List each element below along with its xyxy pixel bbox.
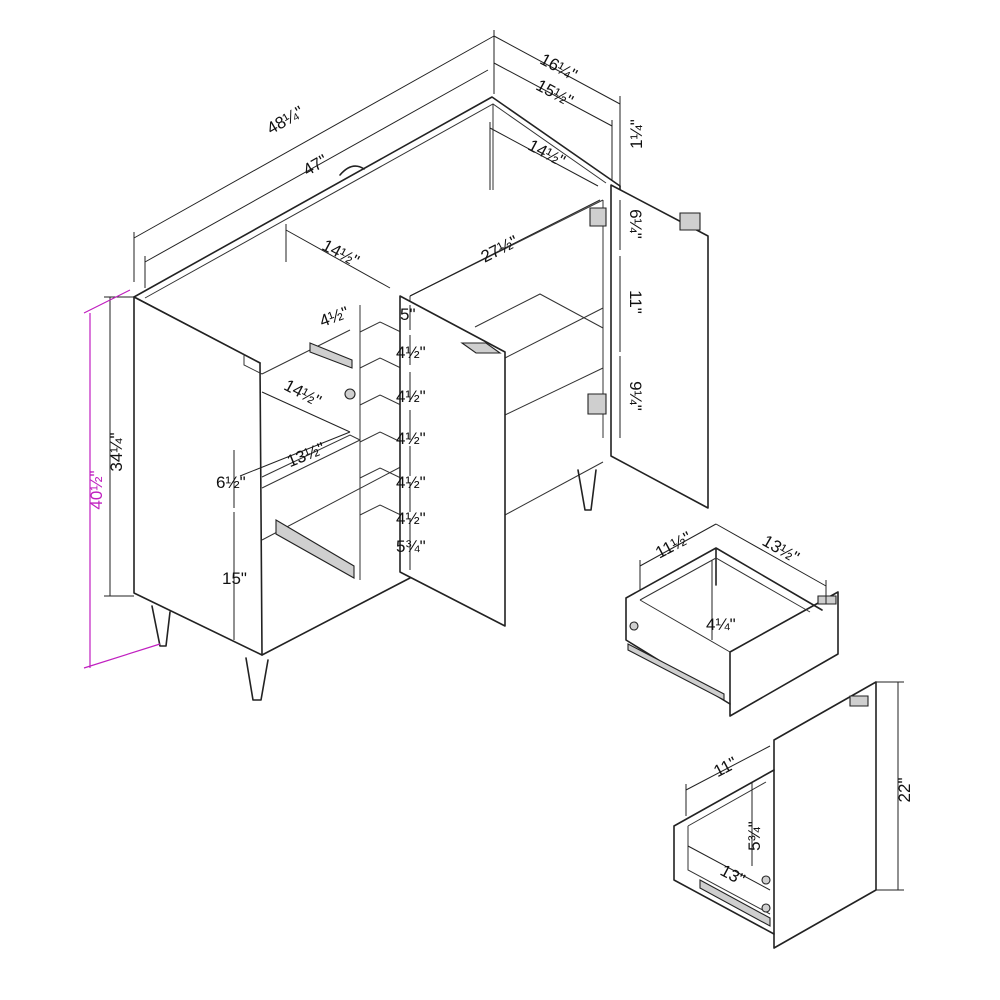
label-rack-top-gap: 5" <box>400 305 416 324</box>
right-door <box>610 184 709 509</box>
center-door-hinge-plate <box>460 342 502 354</box>
label-drawer-upper-depth: 13½" <box>759 531 802 567</box>
label-left-shelf-depth: 14½" <box>281 376 324 411</box>
label-right-compartment-depth: 14½" <box>525 136 568 171</box>
label-drawer-lower-width: 11" <box>711 753 741 781</box>
label-left-lower-height: 15" <box>222 569 247 588</box>
wine-rack-shelf-3 <box>359 394 406 408</box>
label-drawer-upper-height: 4¼" <box>706 615 736 634</box>
left-compartment-depth-line <box>285 224 391 289</box>
drawer-upper-screw <box>629 621 639 631</box>
drawer-lower <box>673 681 904 949</box>
lower-drawer-slide <box>275 519 355 579</box>
drawer-lower-body <box>673 769 775 935</box>
label-overall-width: 48¼" <box>264 102 307 138</box>
right-compartment-shelf-front <box>504 307 604 359</box>
label-rack-spacing-5: 4½" <box>396 509 426 528</box>
drawer-slide-knob <box>344 388 356 400</box>
drawer-lower-screw-1 <box>761 875 771 885</box>
right-compartment-shelf-back <box>474 293 604 329</box>
label-right-shelf-spacing: 11" <box>626 290 645 314</box>
cabinet-bottom-edge <box>261 577 411 656</box>
top-cutout <box>339 165 365 176</box>
label-drawer-upper-width: 11½" <box>652 528 694 563</box>
drawer-upper-slide <box>627 643 725 701</box>
cabinet-top-back-edge <box>133 96 621 298</box>
drawer-lower-screw-2 <box>761 903 771 913</box>
drawer-lower-front-panel <box>773 681 877 949</box>
label-left-shelf-gap: 6½" <box>216 473 246 492</box>
leg-front-left <box>151 605 171 647</box>
right-door-hinge-plate <box>679 212 701 231</box>
label-rack-spacing-3: 4½" <box>396 429 426 448</box>
drawer-lower-front-height-line <box>876 681 904 891</box>
label-right-lower-gap: 9¼" <box>626 381 645 411</box>
drawer-lower-width-line <box>685 745 771 816</box>
upper-drawer-slide <box>309 342 353 369</box>
label-top-thickness: 1¼" <box>627 119 646 149</box>
drawer-lower-depth-line <box>687 845 771 891</box>
cabinet-left-side-inner <box>243 354 263 375</box>
upper-hinge <box>589 207 607 227</box>
drawer-upper-depth-line <box>715 523 827 604</box>
label-drawer-lower-height: 5¾" <box>745 821 764 851</box>
wine-rack-shelf-4 <box>359 431 406 445</box>
right-compartment-bottom-back <box>504 461 604 516</box>
drawer-lower-handle <box>849 695 869 707</box>
right-compartment-width-line <box>409 199 601 297</box>
center-door <box>399 295 506 627</box>
label-left-compartment-depth: 14½" <box>319 236 362 271</box>
wine-rack-shelf-1 <box>359 321 406 335</box>
overall-height-line <box>83 289 161 669</box>
label-right-upper-gap: 6¼" <box>626 209 645 239</box>
label-rack-spacing-1: 4½" <box>396 343 426 362</box>
label-drawer-lower-front-height: 22" <box>895 778 914 803</box>
leg-front-center <box>245 657 269 701</box>
drawer-lower-inner <box>687 781 771 915</box>
label-body-height: 34¼" <box>107 432 126 471</box>
wine-rack-shelf-6 <box>359 504 406 518</box>
label-rack-depth: 4½" <box>317 303 351 331</box>
left-compartment-shelf <box>261 434 361 489</box>
cabinet-body <box>133 96 709 701</box>
drawer-upper-width-line <box>639 523 717 590</box>
drawer-upper <box>625 523 839 717</box>
lower-hinge <box>587 393 607 415</box>
inner-width-line <box>144 69 489 288</box>
label-rack-bottom-gap: 5¾" <box>396 537 426 556</box>
drawer-upper-front-face <box>729 591 839 717</box>
label-drawer-lower-depth: 13" <box>717 861 748 889</box>
left-shelf-width-line <box>239 431 351 477</box>
overall-width-line <box>133 30 495 282</box>
cabinet-dimension-lines <box>83 30 621 669</box>
right-compartment-depth-line <box>489 122 599 190</box>
drawer-upper-inner <box>639 557 811 653</box>
label-right-compartment-width: 27½" <box>478 232 521 267</box>
drawer-lower-slide <box>699 879 771 927</box>
inner-depth-line <box>493 62 613 180</box>
body-height-line <box>104 296 134 597</box>
label-rack-spacing-2: 4½" <box>396 387 426 406</box>
drawer-upper-handle <box>817 595 837 605</box>
right-compartment-bottom <box>504 367 604 416</box>
label-overall-height: 40½" <box>87 470 106 509</box>
leg-back-right <box>577 469 597 511</box>
left-shelf-depth-line <box>261 391 351 433</box>
label-inner-width: 47" <box>300 151 331 180</box>
left-compartment-top <box>261 329 351 375</box>
wine-rack-shelf-2 <box>359 357 406 371</box>
wine-rack-shelf-5 <box>359 467 406 481</box>
label-rack-spacing-4: 4½" <box>396 473 426 492</box>
